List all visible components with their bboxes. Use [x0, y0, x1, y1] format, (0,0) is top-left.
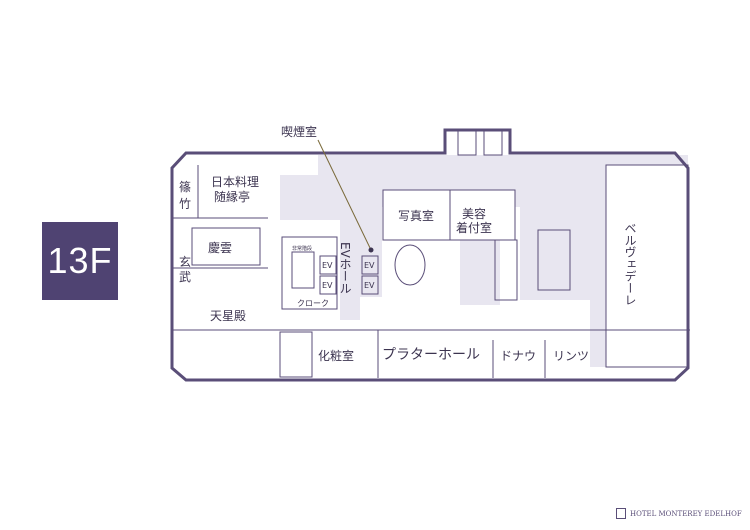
photo-room: [382, 189, 451, 241]
map-shape: [382, 164, 689, 368]
map-shape: [460, 235, 500, 305]
label-rintsu: リンツ: [553, 349, 589, 363]
label-tenseiden: 天星殿: [210, 309, 246, 323]
label-genbu-1: 玄: [179, 254, 191, 269]
building-outline: [170, 128, 690, 382]
label-shinochiku-2: 竹: [179, 197, 191, 211]
map-shape: [319, 275, 337, 295]
label-donau: ドナウ: [500, 349, 536, 363]
label-emergency: 非常階段: [292, 245, 312, 252]
map-shape: [361, 255, 379, 275]
label-beauty2: 着付室: [456, 220, 492, 235]
map-shape: [280, 175, 340, 220]
label-shinochiku-1: 篠: [179, 179, 191, 194]
logo-text: HOTEL MONTEREY EDELHOF: [630, 509, 742, 518]
smoking-marker: [368, 247, 374, 253]
label-photo: 写真室: [398, 208, 434, 223]
map-shape: [361, 275, 379, 295]
label-ev-hall: EVホール: [338, 242, 352, 294]
label-restroom: 化粧室: [318, 348, 354, 363]
map-shape: [494, 239, 518, 301]
label-genbu-2: 武: [179, 270, 191, 284]
map-shape: [172, 129, 690, 378]
label-belvedere: ベルヴェデーレ: [623, 222, 637, 306]
map-shape: [279, 331, 313, 378]
ev-2: EV: [322, 281, 333, 290]
map-shape: [457, 129, 477, 156]
label-cloak: クローク: [297, 299, 329, 308]
logo-mark-icon: [616, 508, 626, 519]
smoking-leader-line: [317, 139, 372, 251]
map-shape: [394, 244, 426, 286]
map-shape: [291, 251, 315, 289]
map-shape: [340, 190, 360, 320]
map-shape: [537, 229, 571, 291]
label-japanese: 日本料理: [211, 175, 259, 189]
label-plaza: プラターホール: [382, 347, 480, 363]
label-smoking: 喫煙室: [281, 124, 317, 139]
map-shape: [281, 236, 338, 310]
map-shape: [319, 255, 337, 275]
label-keiun: 慶雲: [208, 241, 232, 255]
ev-1: EV: [322, 261, 333, 270]
beauty-room: [449, 189, 516, 241]
ev-3: EV: [364, 261, 375, 270]
label-japanese2: 随縁亭: [214, 189, 250, 204]
floor-badge: 13F: [42, 222, 118, 300]
hotel-logo: HOTEL MONTEREY EDELHOF: [616, 508, 742, 519]
ev-4: EV: [364, 281, 375, 290]
label-beauty1: 美容: [462, 206, 486, 221]
map-shape: [191, 227, 261, 266]
belvedere-room: [605, 164, 689, 368]
map-shape: [483, 129, 503, 156]
